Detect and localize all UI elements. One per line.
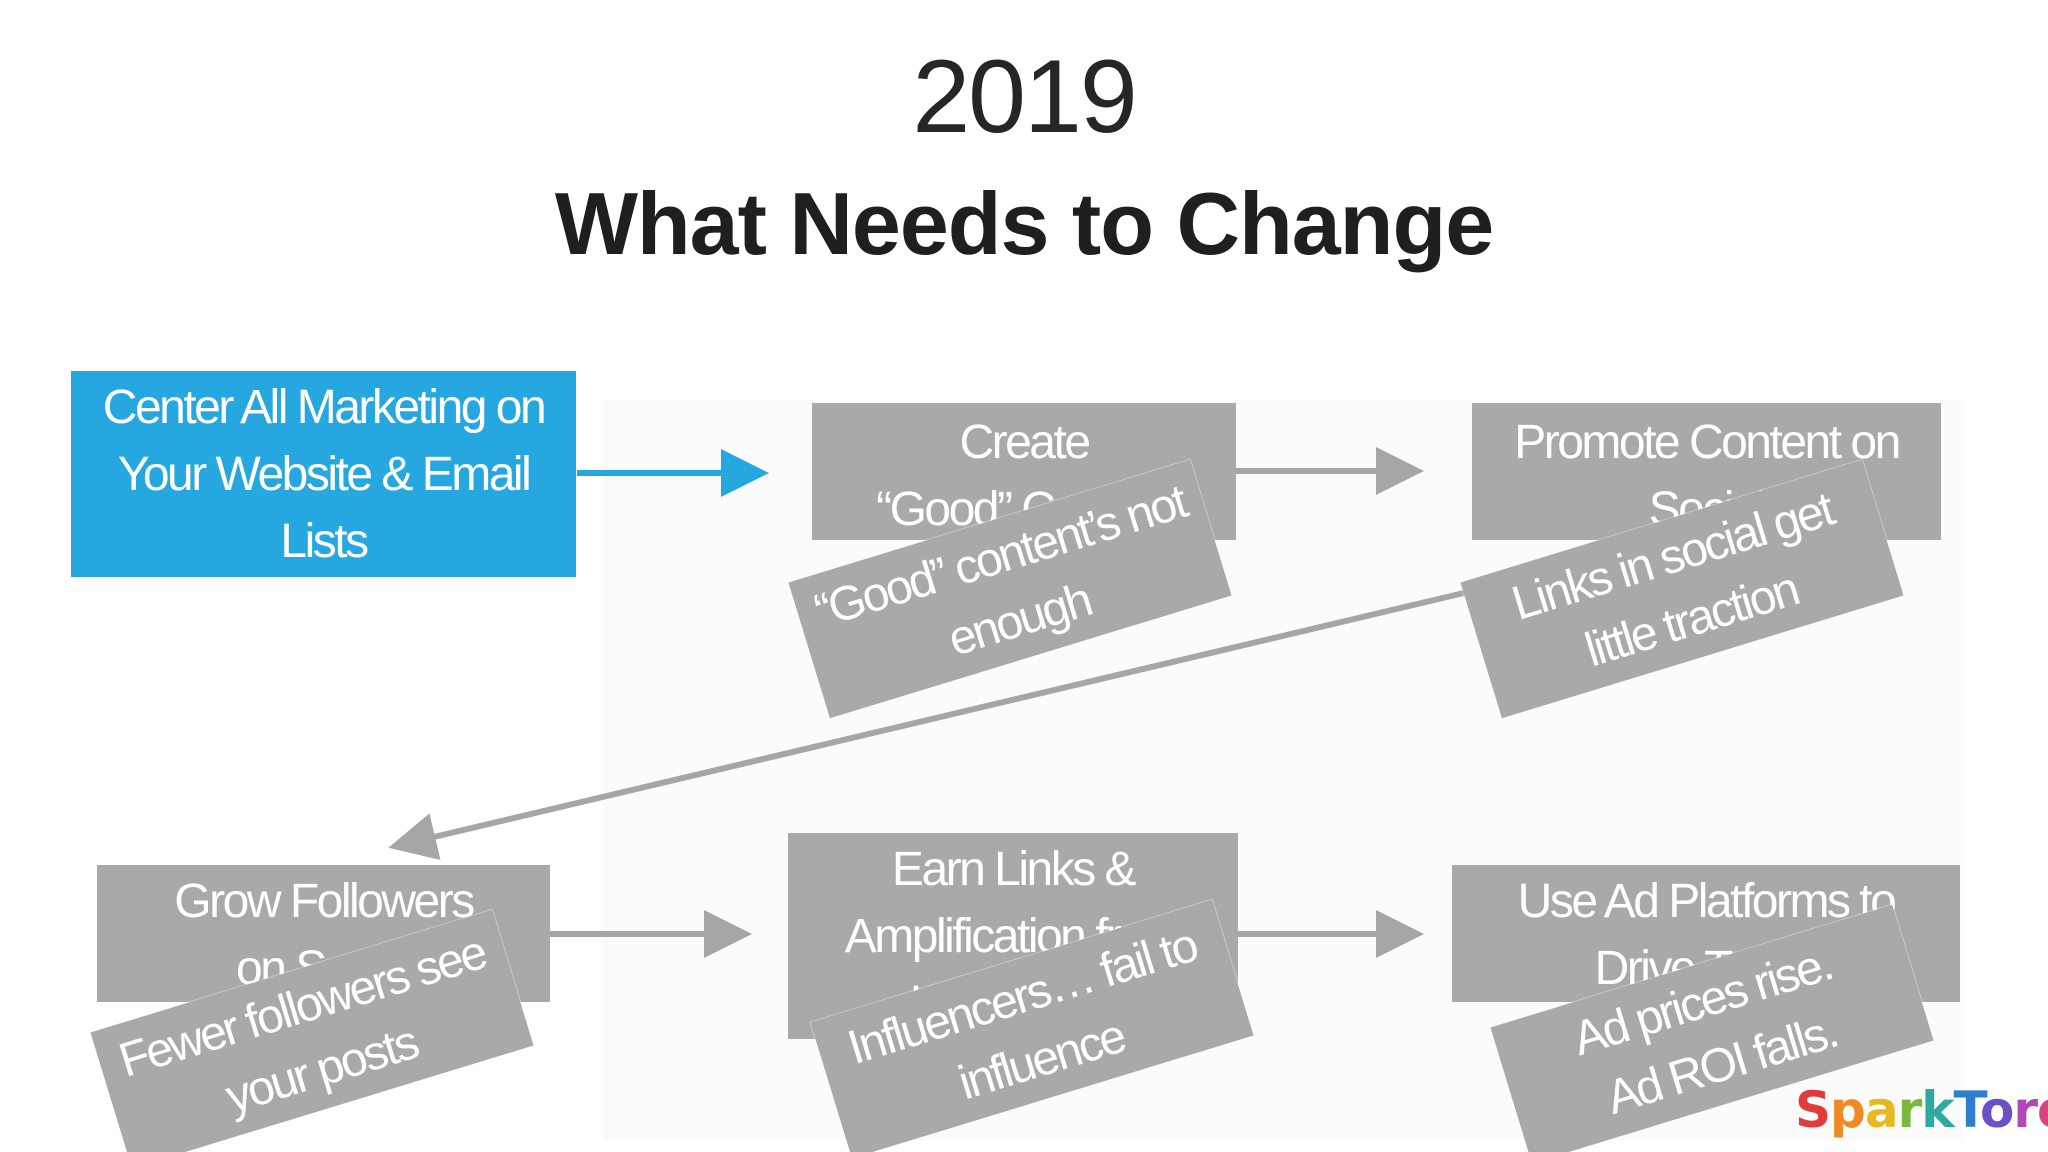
slide-year: 2019 xyxy=(912,39,1137,155)
step-line: Your Website & Email xyxy=(117,447,532,501)
step-line: Create xyxy=(959,416,1091,469)
step-center-marketing: Center All Marketing on Your Website & E… xyxy=(71,371,576,577)
logo-letter: p xyxy=(1830,1081,1866,1139)
logo-letter: a xyxy=(1864,1081,1899,1139)
step-line: Grow Followers xyxy=(174,875,475,928)
step-line: Center All Marketing on xyxy=(102,380,547,434)
arrow-step3-to-step4 xyxy=(388,589,1469,861)
logo-letter: o xyxy=(1979,1081,2014,1139)
step-line: Lists xyxy=(280,514,369,568)
logo-letter: r xyxy=(2013,1081,2038,1139)
logo-letter: o xyxy=(2037,1081,2048,1139)
logo-letter: S xyxy=(1795,1081,1831,1139)
logo-letter: r xyxy=(1897,1081,1923,1139)
step-line: Promote Content on xyxy=(1514,416,1901,469)
slide-title: What Needs to Change xyxy=(554,174,1494,273)
logo-letter: T xyxy=(1953,1081,1981,1139)
sparktoro-logo: SparkToro xyxy=(1795,1085,2048,1135)
step-line: Use Ad Platforms to xyxy=(1517,875,1897,928)
step-line: Earn Links & xyxy=(891,843,1137,896)
logo-letter: k xyxy=(1921,1081,1954,1139)
